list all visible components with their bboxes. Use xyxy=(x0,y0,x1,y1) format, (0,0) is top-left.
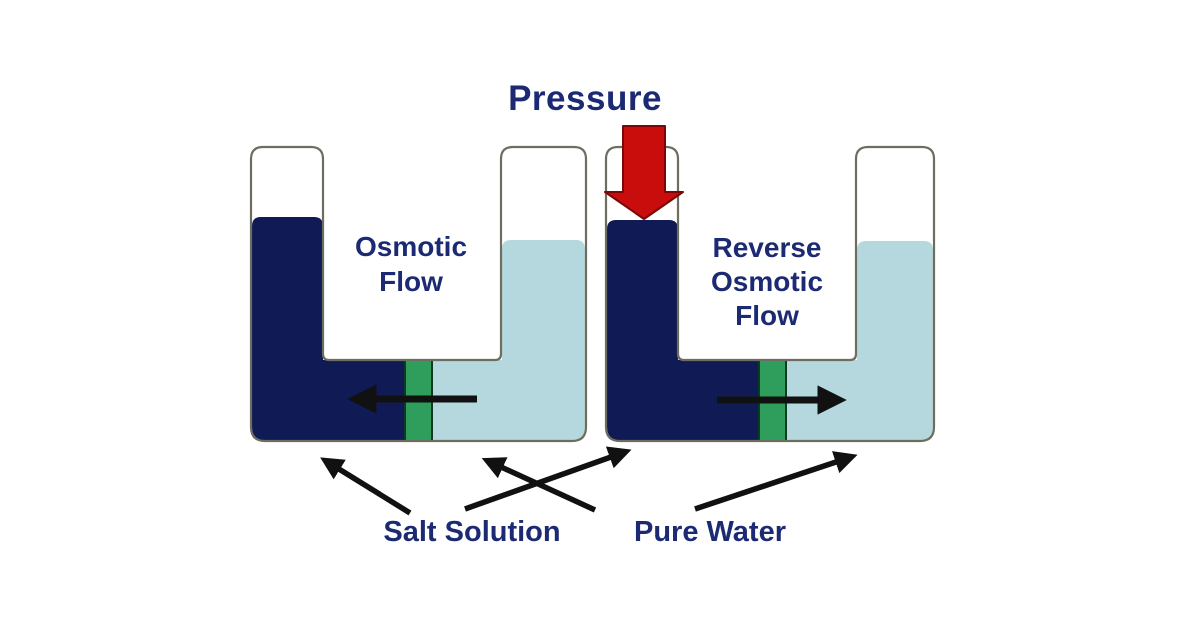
salt-solution-label: Salt Solution xyxy=(383,516,561,548)
pure-water-pointer-left-arrow xyxy=(481,457,597,513)
pure-water-label: Pure Water xyxy=(633,516,787,548)
osmotic-flow-label-line: Osmotic xyxy=(354,231,468,262)
salt-solution-pointer-right-arrow xyxy=(464,446,632,512)
pressure-arrow-icon xyxy=(604,125,684,220)
reverse-osmotic-flow-label-line: Osmotic xyxy=(710,266,824,297)
right-tube-salt-solution-liquid xyxy=(607,220,759,441)
reverse-osmotic-flow-label-line: Reverse xyxy=(712,232,822,263)
pressure-label: Pressure xyxy=(508,79,662,118)
osmotic-flow-label-line: Flow xyxy=(379,266,443,297)
osmotic-flow-label: Osmotic Flow xyxy=(311,229,511,299)
left-tube-outline xyxy=(249,145,588,443)
left-tube-pure-water-liquid xyxy=(432,240,585,441)
reverse-osmotic-flow-label-line: Flow xyxy=(735,300,799,331)
pure-water-pointer-right-arrow xyxy=(694,451,858,512)
salt-solution-pointer-left-arrow xyxy=(320,457,412,516)
right-tube-outline xyxy=(604,145,936,443)
reverse-osmotic-flow-label: Reverse Osmotic Flow xyxy=(667,231,867,333)
